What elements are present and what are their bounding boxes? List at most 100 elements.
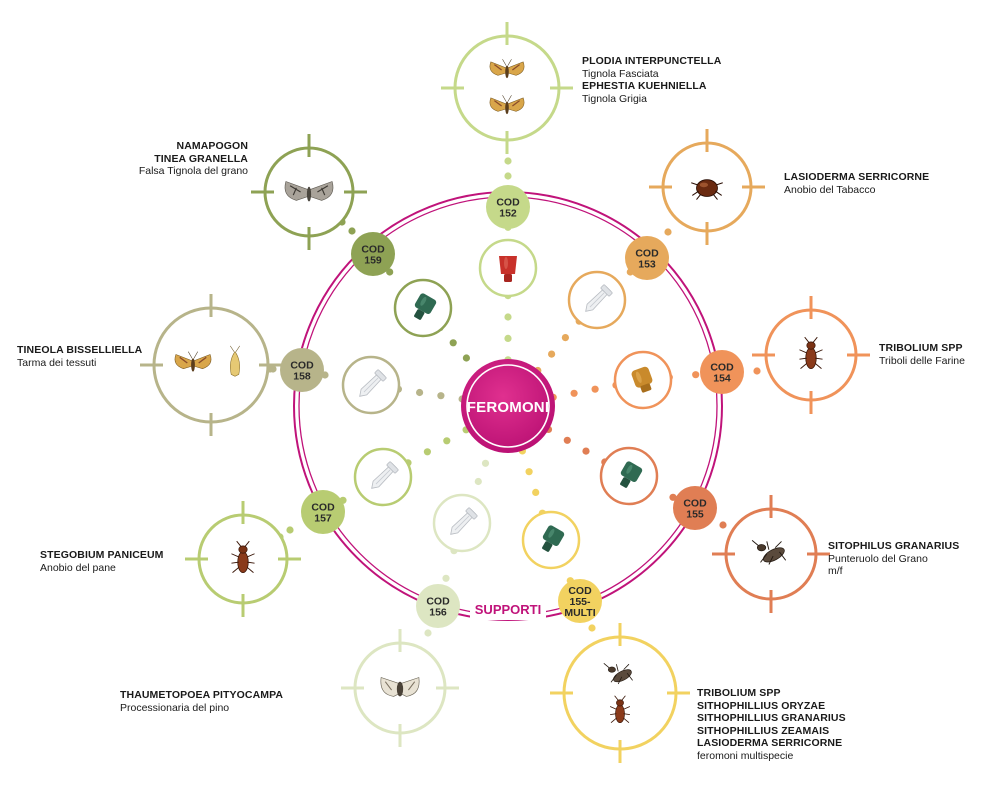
code-text: 156 xyxy=(429,607,447,619)
species-label-155: SITOPHILUS GRANARIUS Punteruolo del Gran… xyxy=(828,540,959,578)
moth-icon xyxy=(174,351,212,372)
species-159-line-1: TINEA GRANELLA xyxy=(154,152,248,165)
target-157 xyxy=(185,501,301,617)
feromoni-hub: FEROMONI xyxy=(461,359,555,453)
code-text: MULTI xyxy=(564,607,595,619)
species-label-159: NAMAPOGON TINEA GRANELLA Falsa Tignola d… xyxy=(60,140,248,178)
species-159-line-0: NAMAPOGON xyxy=(176,140,248,152)
code-text: COD xyxy=(635,248,659,260)
target-158 xyxy=(140,294,282,436)
code-text: 157 xyxy=(314,513,332,525)
code-text: 153 xyxy=(638,259,656,271)
species-159-line-2: Falsa Tignola del grano xyxy=(138,165,248,177)
target-152 xyxy=(441,22,573,154)
beetle-long-icon xyxy=(799,336,823,370)
species-157-line-0: STEGOBIUM PANICEUM xyxy=(40,549,164,561)
target-154 xyxy=(752,296,870,414)
code-text: 155- xyxy=(569,596,591,608)
support-154 xyxy=(613,350,673,410)
species-153-line-1: Anobio del Tabacco xyxy=(784,183,876,196)
beetle-round-icon xyxy=(691,179,723,200)
beetle-long-icon xyxy=(231,540,255,574)
support-155 xyxy=(599,446,659,506)
species-154-line-1: Triboli delle Farine xyxy=(879,354,965,367)
code-text: COD xyxy=(683,498,707,510)
target-159 xyxy=(251,134,367,250)
species-label-152: PLODIA INTERPUNCTELLA Tignola Fasciata E… xyxy=(582,55,721,105)
species-155m-line-1: SITHOPHILLIUS ORYZAE xyxy=(697,699,826,712)
code-text: COD xyxy=(361,244,385,256)
code-text: 159 xyxy=(364,255,382,267)
species-155-line-0: SITOPHILUS GRANARIUS xyxy=(828,540,960,552)
support-153 xyxy=(567,270,627,330)
species-152-line-0: PLODIA INTERPUNCTELLA xyxy=(582,55,722,67)
moth-small-icon xyxy=(230,345,240,377)
species-154-line-0: TRIBOLIUM SPP xyxy=(879,342,963,354)
white-vial-icon xyxy=(371,461,399,489)
species-155m-line-0: TRIBOLIUM SPP xyxy=(697,687,781,699)
target-156 xyxy=(341,629,459,747)
code-text: 155 xyxy=(686,509,704,521)
red-cap-icon xyxy=(499,256,517,282)
code-text: COD xyxy=(290,360,314,372)
code-text: 154 xyxy=(713,373,731,385)
code-text: COD xyxy=(710,362,734,374)
green-cap-icon xyxy=(542,525,565,552)
species-156-line-0: THAUMETOPOEA PITYOCAMPA xyxy=(120,689,284,701)
white-vial-icon xyxy=(450,507,478,535)
code-text: 158 xyxy=(293,371,311,383)
code-text: COD xyxy=(311,502,335,514)
target-155-multi xyxy=(550,623,690,763)
species-label-156: THAUMETOPOEA PITYOCAMPA Processionaria d… xyxy=(120,689,341,714)
species-152-line-2: EPHESTIA KUEHNIELLA xyxy=(582,80,707,92)
moth-icon xyxy=(489,95,525,115)
species-153-line-0: LASIODERMA SERRICORNE xyxy=(784,171,930,183)
support-157 xyxy=(353,447,413,507)
weevil-icon xyxy=(751,539,787,565)
target-153 xyxy=(649,129,765,245)
amber-cap-icon xyxy=(631,366,653,393)
target-155 xyxy=(712,495,830,613)
support-156 xyxy=(432,493,492,553)
species-155m-line-3: SITHOPHILLIUS ZEAMAIS xyxy=(697,724,830,737)
support-152 xyxy=(478,238,538,298)
species-158-line-0: TINEOLA BISSELLIELLA xyxy=(17,344,143,356)
species-155-line-1: Punteruolo del Grano xyxy=(828,552,928,565)
species-label-157: STEGOBIUM PANICEUM Anobio del pane xyxy=(40,549,164,574)
moth-icon xyxy=(489,59,525,79)
species-label-158: TINEOLA BISSELLIELLA Tarma dei tessuti xyxy=(17,344,142,369)
supporti-label: SUPPORTI xyxy=(475,602,541,617)
white-vial-icon xyxy=(585,284,613,312)
moth-grey-icon xyxy=(284,181,334,202)
green-cap-icon xyxy=(620,461,643,488)
moth-white-icon xyxy=(380,677,420,697)
weevil-icon xyxy=(603,662,633,685)
species-152-line-3: Tignola Grigia xyxy=(582,92,647,105)
green-cap-icon xyxy=(414,293,437,320)
species-155m-line-5: feromoni multispecie xyxy=(697,749,794,762)
species-label-153: LASIODERMA SERRICORNE Anobio del Tabacco xyxy=(784,171,929,196)
species-155m-line-4: LASIODERMA SERRICORNE xyxy=(697,737,843,749)
white-vial-icon xyxy=(359,369,387,397)
support-158 xyxy=(341,355,401,415)
feromoni-label: FEROMONI xyxy=(467,399,549,416)
species-158-line-1: Tarma dei tessuti xyxy=(17,356,97,369)
species-label-154: TRIBOLIUM SPP Triboli delle Farine xyxy=(879,342,965,367)
code-text: COD xyxy=(426,596,450,608)
species-155m-line-2: SITHOPHILLIUS GRANARIUS xyxy=(697,712,846,724)
support-159 xyxy=(393,278,453,338)
beetle-long-icon xyxy=(609,695,631,724)
species-157-line-1: Anobio del pane xyxy=(40,561,116,574)
code-text: 152 xyxy=(499,208,517,220)
code-text: COD xyxy=(496,197,520,209)
